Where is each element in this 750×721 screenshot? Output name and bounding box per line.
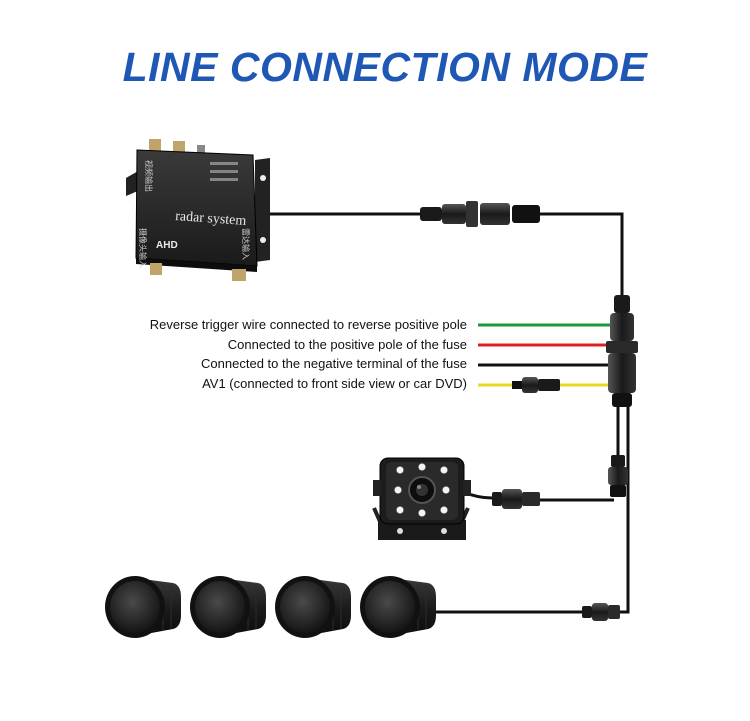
backup-camera	[372, 457, 471, 540]
parking-sensors	[105, 576, 436, 638]
wire-label-reverse-trigger: Reverse trigger wire connected to revers…	[149, 317, 467, 332]
parking-sensor	[360, 576, 436, 638]
camera-pigtail-connector	[492, 489, 540, 509]
wire-label-av1: AV1 (connected to front side view or car…	[202, 376, 467, 391]
camera-led-icon	[394, 463, 450, 517]
wire-label-fuse-positive: Connected to the positive pole of the fu…	[227, 337, 467, 352]
parking-sensor	[105, 576, 181, 638]
device-badge: AHD	[156, 240, 178, 251]
av1-rca-connector	[512, 377, 560, 393]
device-print-2: 摄像头输入	[138, 228, 148, 268]
sensor-cable	[620, 405, 630, 614]
device-name: radar system	[175, 209, 247, 229]
wires	[268, 212, 630, 614]
radar-system-box: radar system AHD 视频输出 摄像头输入 雷达输入	[126, 139, 270, 281]
device-print-1: 视频输出	[144, 160, 154, 192]
parking-sensor	[275, 576, 351, 638]
wire-label-fuse-negative: Connected to the negative terminal of th…	[201, 356, 467, 371]
splitter-connector	[606, 295, 638, 407]
main-cable	[540, 212, 624, 305]
camera-branch-connector	[608, 455, 628, 497]
aviation-connector-top	[420, 201, 540, 227]
sensor-cable-connector	[582, 603, 620, 621]
page-title: LINE CONNECTION MODE	[122, 44, 648, 90]
device-print-3: 雷达输入	[241, 228, 251, 260]
parking-sensor	[190, 576, 266, 638]
